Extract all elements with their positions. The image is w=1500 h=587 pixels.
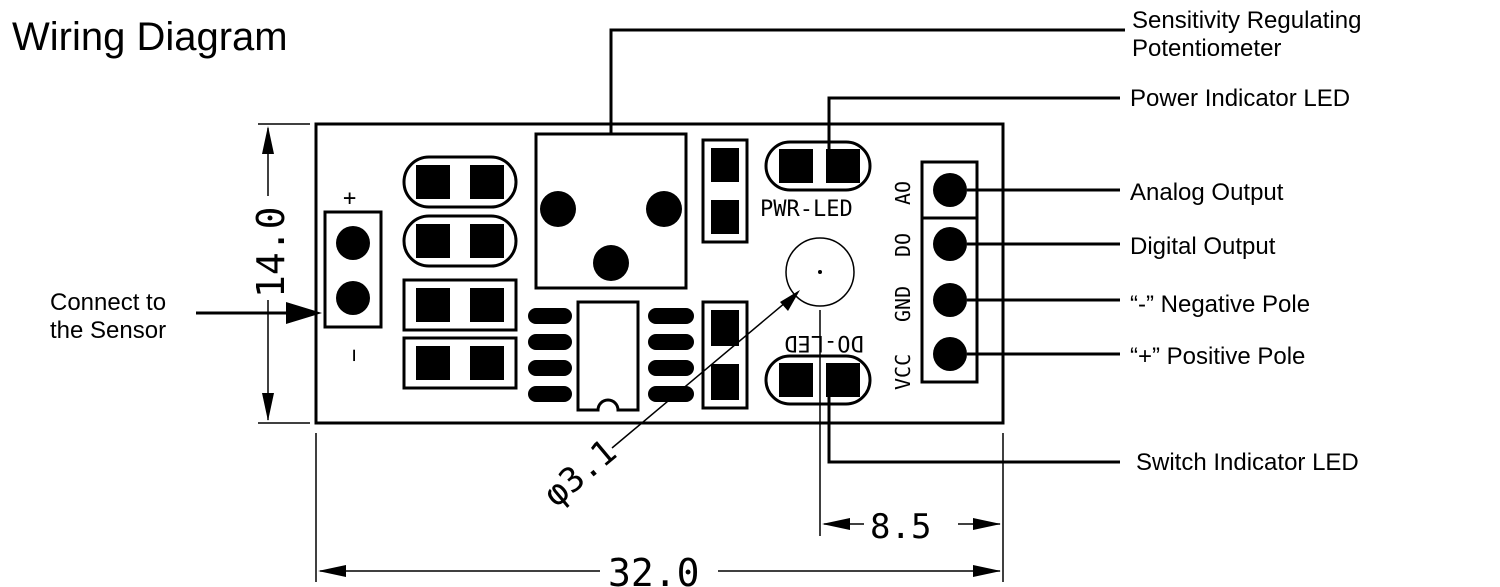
hole-diameter-dimension: φ3.1	[536, 432, 624, 515]
smd-pads-vertical	[701, 138, 749, 410]
smd-pads-left	[402, 155, 518, 390]
label-power-led: Power Indicator LED	[1130, 85, 1350, 112]
width-dimension: 32.0	[608, 551, 700, 587]
power-led: PWR-LED	[760, 140, 872, 222]
label-sensitivity-line1: Sensitivity Regulating	[1132, 7, 1361, 34]
output-header: AO DO GND VCC	[891, 160, 979, 390]
sensor-connector: + −	[323, 186, 383, 362]
label-switch-led: Switch Indicator LED	[1136, 449, 1359, 476]
switch-led: DO-LED	[764, 330, 872, 406]
do-led-label: DO-LED	[784, 330, 863, 355]
pin-ao-label: AO	[891, 181, 915, 205]
callout-labels: Sensitivity Regulating Potentiometer Pow…	[50, 7, 1361, 476]
plus-marking: +	[343, 186, 356, 211]
minus-marking: −	[342, 349, 367, 362]
mounting-hole	[785, 237, 855, 307]
label-sensitivity-line2: Potentiometer	[1132, 35, 1281, 62]
leader-lines	[196, 28, 1125, 464]
led-offset-dimension: 8.5	[870, 507, 931, 547]
label-negative-pole: “-” Negative Pole	[1130, 291, 1310, 318]
label-digital-output: Digital Output	[1130, 233, 1276, 260]
pcb-outline	[314, 122, 1005, 425]
label-sensor-line1: Connect to	[50, 289, 166, 316]
label-positive-pole: “+” Positive Pole	[1130, 343, 1305, 370]
ic-chip	[528, 300, 694, 412]
pin-do-label: DO	[891, 233, 915, 257]
height-dimension: 14.0	[249, 206, 293, 298]
pwr-led-label: PWR-LED	[760, 197, 853, 222]
pin-vcc-label: VCC	[891, 354, 915, 390]
diagram-title: Wiring Diagram	[12, 15, 288, 59]
label-analog-output: Analog Output	[1130, 179, 1284, 206]
label-sensor-line2: the Sensor	[50, 317, 166, 344]
potentiometer	[534, 132, 688, 290]
pin-gnd-label: GND	[891, 286, 915, 322]
